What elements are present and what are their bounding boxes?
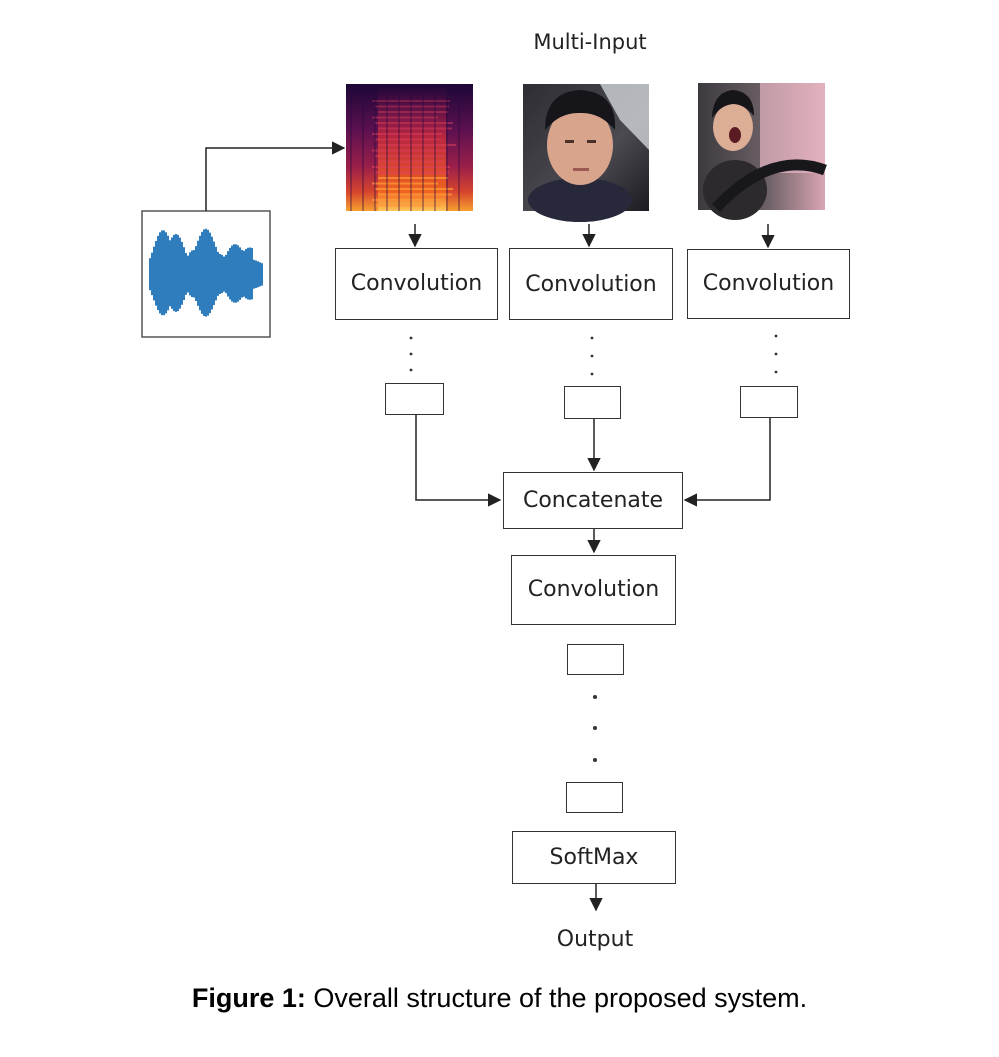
spectrogram-band bbox=[378, 144, 456, 146]
conv-label-face-yawn: Convolution bbox=[702, 271, 835, 296]
concatenate-label: Concatenate bbox=[522, 488, 664, 513]
waveform-image bbox=[141, 210, 271, 338]
softmax-label: SoftMax bbox=[549, 845, 639, 870]
caption-prefix: Figure 1: bbox=[191, 983, 306, 1013]
spectrogram-band bbox=[375, 155, 445, 157]
spectrogram-band bbox=[375, 188, 453, 190]
waveform-to-spectrogram-arrow bbox=[205, 141, 346, 211]
spectrogram-column bbox=[410, 84, 412, 211]
arrow-right-to-concat bbox=[683, 418, 771, 507]
spectrogram-band bbox=[378, 160, 444, 163]
spectrogram-column bbox=[458, 84, 460, 211]
spectrogram-band bbox=[372, 116, 438, 119]
spectrogram-band bbox=[378, 193, 452, 196]
conv-box-face-yawn: Convolution bbox=[687, 249, 850, 319]
spectrogram-column bbox=[362, 84, 364, 211]
fusion-conv-label: Convolution bbox=[527, 577, 660, 602]
spectrogram-band bbox=[375, 138, 441, 141]
feature-box-face-neutral bbox=[564, 386, 621, 419]
spectrogram-band bbox=[372, 166, 450, 168]
spectrogram-column bbox=[374, 84, 376, 211]
output-label: Output bbox=[556, 927, 634, 952]
spectrogram-band bbox=[375, 122, 453, 124]
conv-box-face-neutral: Convolution bbox=[509, 248, 673, 320]
spectrogram-column bbox=[350, 84, 352, 211]
spectrogram-column bbox=[398, 84, 400, 211]
spectrogram-column bbox=[446, 84, 448, 211]
spectrogram-band bbox=[372, 149, 446, 152]
feature-box-face-yawn bbox=[740, 386, 798, 418]
spectrogram-band bbox=[375, 204, 441, 207]
fusion-feature-box-bottom bbox=[566, 782, 623, 813]
spectrogram-band bbox=[372, 199, 442, 201]
concatenate-box: Concatenate bbox=[503, 472, 683, 529]
fusion-conv-box: Convolution bbox=[511, 555, 676, 625]
spectrogram-column bbox=[434, 84, 436, 211]
softmax-box: SoftMax bbox=[512, 831, 676, 884]
spectrogram-band bbox=[375, 105, 449, 108]
conv-label-face-neutral: Convolution bbox=[525, 272, 657, 297]
arrow-left-to-concat bbox=[415, 415, 502, 507]
spectrogram-band bbox=[372, 182, 438, 185]
spectrogram-band bbox=[378, 127, 452, 130]
multi-input-title: Multi-Input bbox=[533, 30, 647, 54]
spectrogram-band bbox=[372, 133, 442, 135]
spectrogram-band bbox=[378, 177, 448, 179]
spectrogram-band bbox=[372, 100, 450, 102]
spectrogram-band bbox=[378, 111, 448, 113]
driver-yawning-photo bbox=[698, 83, 827, 220]
spectrogram-image bbox=[346, 84, 473, 211]
driver-face-photo bbox=[523, 84, 649, 222]
caption-text: Overall structure of the proposed system… bbox=[313, 983, 808, 1013]
figure-caption: Figure 1: Overall structure of the propo… bbox=[0, 983, 999, 1014]
conv-label-audio: Convolution bbox=[350, 271, 483, 296]
feature-box-audio bbox=[385, 383, 444, 415]
fusion-feature-box-top bbox=[567, 644, 624, 675]
spectrogram-column bbox=[422, 84, 424, 211]
conv-box-audio: Convolution bbox=[335, 248, 498, 320]
ellipsis-dots bbox=[409, 334, 778, 762]
spectrogram-band bbox=[375, 171, 449, 174]
spectrogram-column bbox=[386, 84, 388, 211]
